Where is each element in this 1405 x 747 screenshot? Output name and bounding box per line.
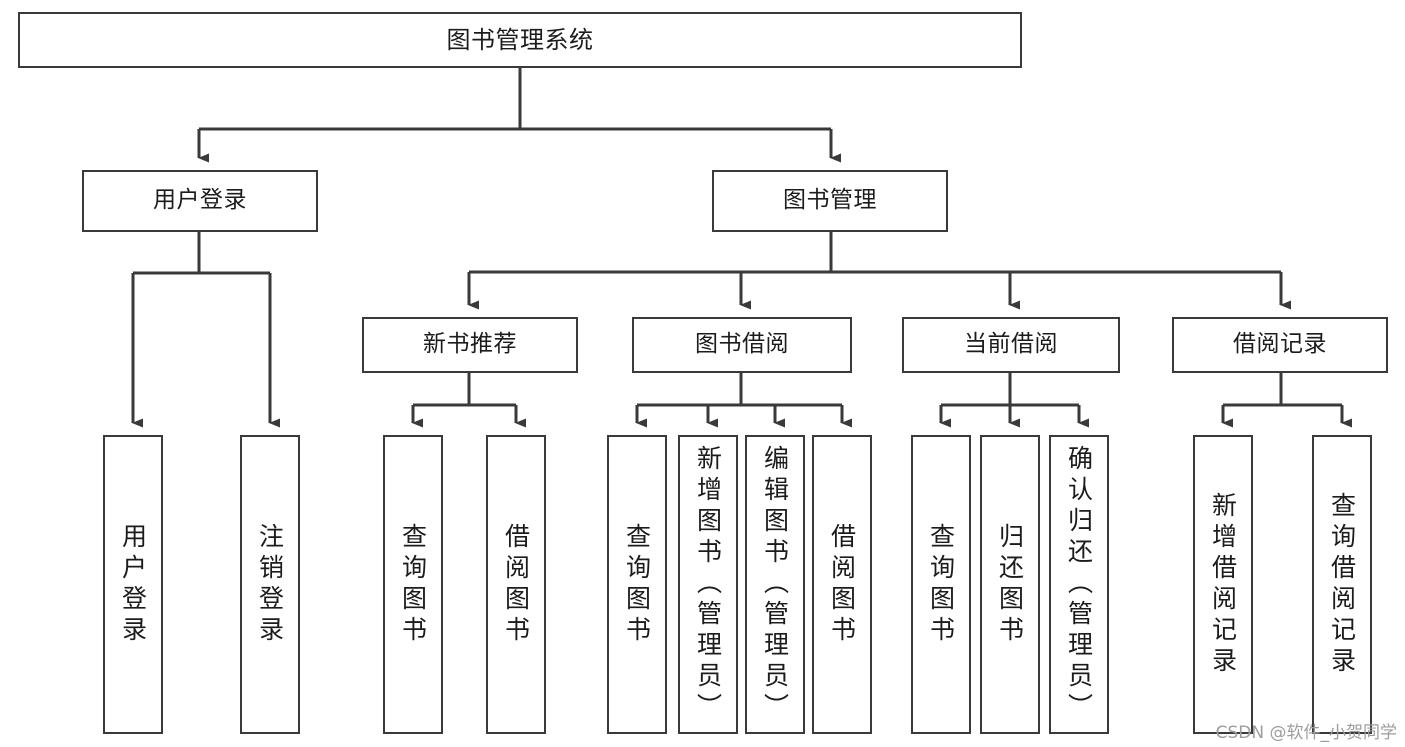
- leaf-current-borrow-confirm-return-admin[interactable]: 确认归还（管理员）: [1049, 435, 1109, 734]
- node-book-management[interactable]: 图书管理: [712, 170, 948, 232]
- leaf-borrow-record-query-record-label: 查询借阅记录: [1327, 491, 1357, 678]
- leaf-borrow-record-query-record[interactable]: 查询借阅记录: [1312, 435, 1372, 734]
- leaf-user-login-login[interactable]: 用户登录: [103, 435, 163, 734]
- leaf-book-borrow-add-book-admin-label: 新增图书（管理员）: [693, 445, 723, 724]
- leaf-current-borrow-return-book[interactable]: 归还图书: [980, 435, 1040, 734]
- node-root-book-management-system[interactable]: 图书管理系统: [18, 12, 1022, 68]
- node-root-label: 图书管理系统: [446, 25, 594, 54]
- leaf-book-borrow-edit-book-admin-label: 编辑图书（管理员）: [760, 445, 790, 724]
- leaf-borrow-record-add-record-label: 新增借阅记录: [1208, 491, 1238, 678]
- csdn-watermark: CSDN @软件_小贺同学: [1215, 723, 1397, 743]
- leaf-user-login-logout[interactable]: 注销登录: [240, 435, 300, 734]
- leaf-book-borrow-edit-book-admin[interactable]: 编辑图书（管理员）: [745, 435, 805, 734]
- leaf-book-borrow-borrow-book[interactable]: 借阅图书: [812, 435, 872, 734]
- leaf-book-borrow-borrow-book-label: 借阅图书: [827, 522, 857, 647]
- leaf-book-borrow-add-book-admin[interactable]: 新增图书（管理员）: [678, 435, 738, 734]
- node-book-management-label: 图书管理: [783, 187, 877, 214]
- leaf-book-borrow-query-book-label: 查询图书: [622, 522, 652, 647]
- leaf-user-login-logout-label: 注销登录: [255, 522, 285, 647]
- node-book-borrow-label: 图书借阅: [695, 331, 789, 358]
- leaf-new-book-query-book[interactable]: 查询图书: [383, 435, 443, 734]
- node-book-borrow[interactable]: 图书借阅: [632, 317, 852, 373]
- leaf-borrow-record-add-record[interactable]: 新增借阅记录: [1193, 435, 1253, 734]
- node-user-login[interactable]: 用户登录: [82, 170, 318, 232]
- node-borrow-record-label: 借阅记录: [1233, 331, 1327, 358]
- leaf-book-borrow-query-book[interactable]: 查询图书: [607, 435, 667, 734]
- node-current-borrow-label: 当前借阅: [964, 331, 1058, 358]
- leaf-current-borrow-query-book[interactable]: 查询图书: [911, 435, 971, 734]
- node-new-book-recommend-label: 新书推荐: [423, 331, 517, 358]
- node-new-book-recommend[interactable]: 新书推荐: [362, 317, 578, 373]
- leaf-current-borrow-confirm-return-admin-label: 确认归还（管理员）: [1064, 445, 1094, 724]
- leaf-new-book-borrow-book[interactable]: 借阅图书: [486, 435, 546, 734]
- leaf-current-borrow-return-book-label: 归还图书: [995, 522, 1025, 647]
- node-borrow-record[interactable]: 借阅记录: [1172, 317, 1388, 373]
- leaf-new-book-borrow-book-label: 借阅图书: [501, 522, 531, 647]
- leaf-new-book-query-book-label: 查询图书: [398, 522, 428, 647]
- node-user-login-label: 用户登录: [153, 187, 247, 214]
- leaf-user-login-login-label: 用户登录: [118, 522, 148, 647]
- leaf-current-borrow-query-book-label: 查询图书: [926, 522, 956, 647]
- node-current-borrow[interactable]: 当前借阅: [902, 317, 1120, 373]
